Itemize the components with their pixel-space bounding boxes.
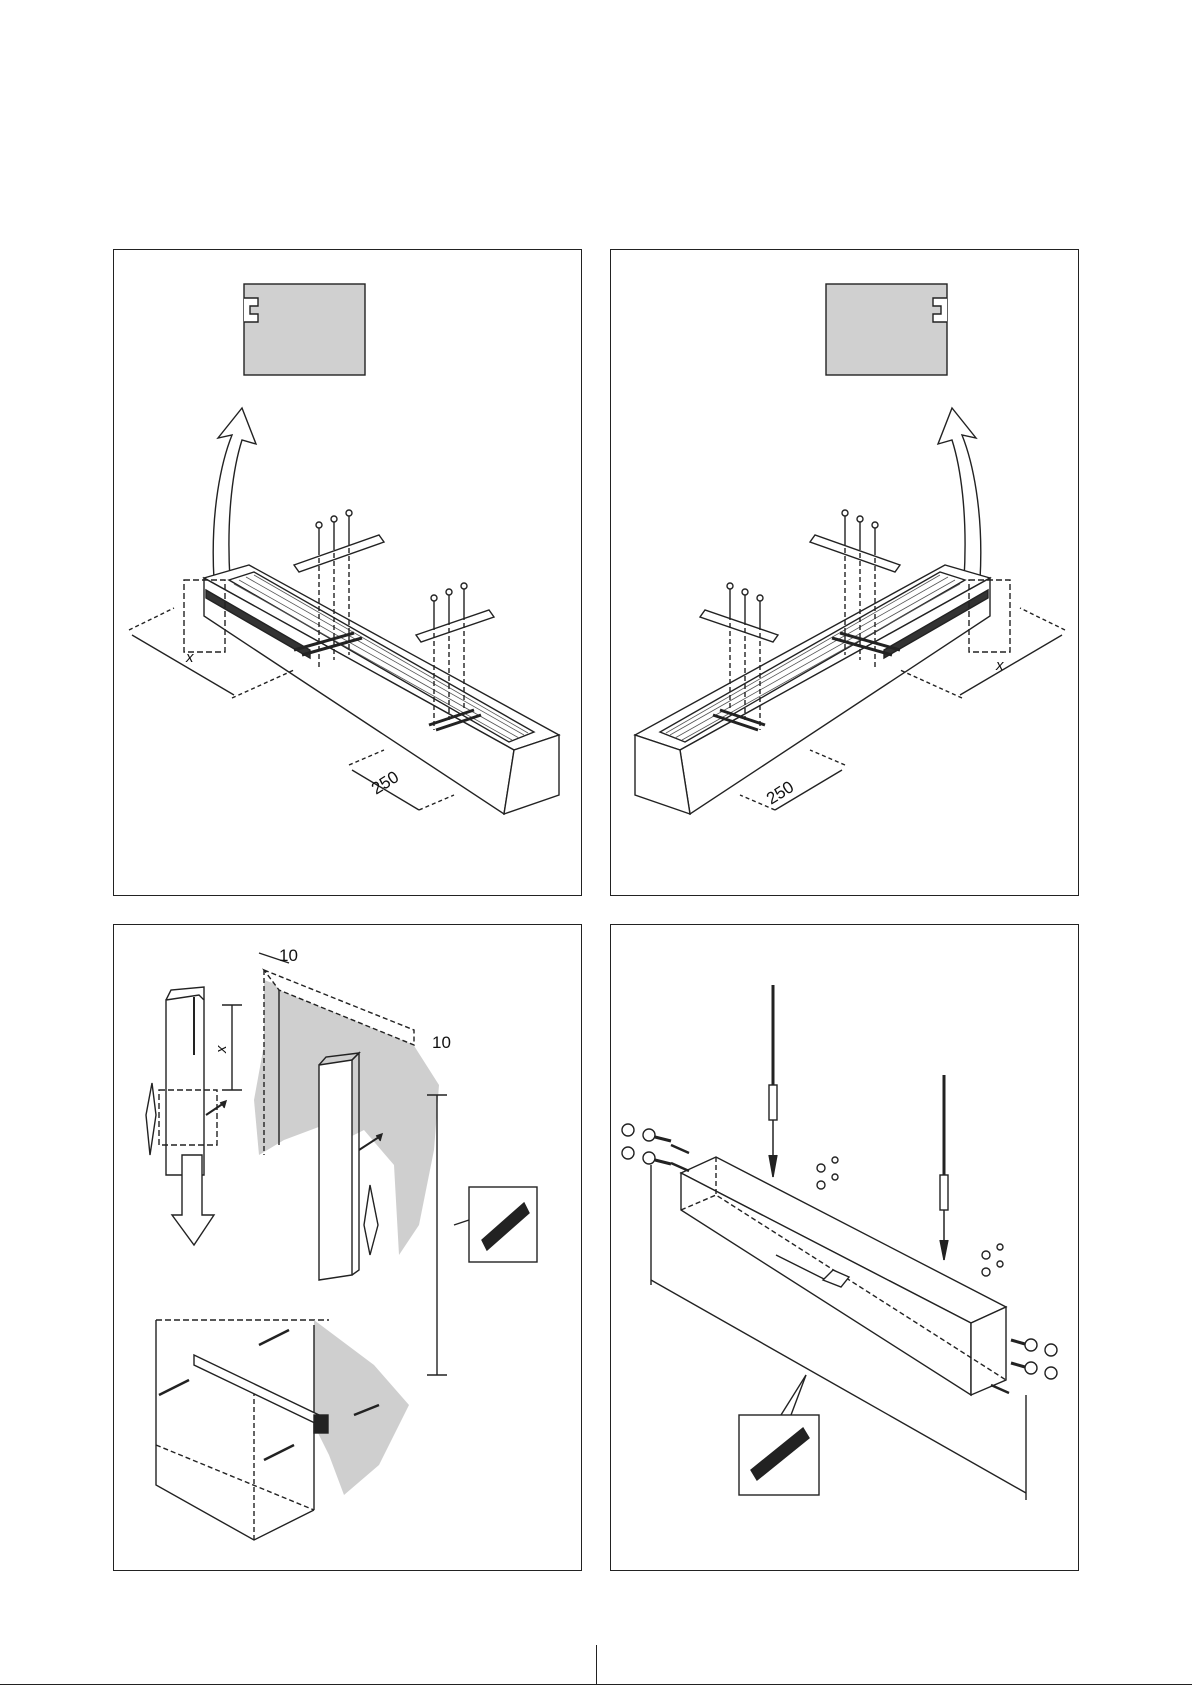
arrow-right-icon	[206, 1103, 224, 1115]
wingnut-icon	[622, 1147, 671, 1164]
screw-icon	[857, 516, 863, 545]
dim-x-label: x	[995, 657, 1004, 674]
dim-x-label: x	[213, 1045, 230, 1054]
wingnut-icon	[1011, 1339, 1057, 1356]
dim-10-right-label: 10	[432, 1033, 451, 1052]
screw-icon	[757, 595, 763, 625]
screw-icon	[259, 1330, 289, 1345]
dim-x-label: x	[185, 649, 194, 666]
wingnut-icon	[622, 1124, 671, 1141]
panel-suspended-housing	[610, 924, 1079, 1571]
screw-icon	[842, 510, 848, 540]
bracket-icon	[700, 610, 778, 642]
screw-icon	[872, 522, 878, 550]
screw-icon	[982, 1244, 1003, 1259]
page-center-tick	[596, 1645, 597, 1685]
panel-right-end-mounting: x 250	[610, 249, 1079, 896]
screw-icon	[461, 583, 467, 615]
screw-icon	[982, 1261, 1003, 1276]
end-cover-detail	[244, 284, 365, 375]
housing-vertical-left	[166, 995, 204, 1175]
screw-icon	[431, 595, 437, 625]
dim-250-label: 250	[763, 777, 797, 808]
screw-icon	[817, 1174, 838, 1189]
bracket-icon	[294, 535, 384, 572]
dim-10-top-label: 10	[279, 946, 298, 965]
dim-250-label: 250	[368, 767, 402, 798]
panel-door-frame-mounting: 10 10 x	[113, 924, 582, 1571]
screw-icon	[817, 1157, 838, 1172]
housing-vertical-right	[319, 1060, 352, 1280]
screw-icon	[727, 583, 733, 615]
end-cover-detail	[826, 284, 947, 375]
bracket-icon	[194, 1355, 319, 1425]
screw-icon	[159, 1380, 189, 1395]
screw-icon	[446, 589, 452, 620]
screw-icon	[316, 522, 322, 550]
screw-icon	[346, 510, 352, 540]
bracket-icon	[810, 535, 900, 572]
housing-end	[971, 1307, 1006, 1395]
screw-icon	[742, 589, 748, 620]
wingnut-icon	[1011, 1362, 1057, 1379]
screw-icon	[264, 1445, 294, 1460]
panel-left-end-mounting: x 250	[113, 249, 582, 896]
arrow-up-icon	[938, 408, 981, 580]
arrow-up-icon	[213, 408, 256, 580]
screw-icon	[331, 516, 337, 545]
bracket-icon	[416, 610, 494, 642]
wall-section	[314, 1320, 409, 1495]
